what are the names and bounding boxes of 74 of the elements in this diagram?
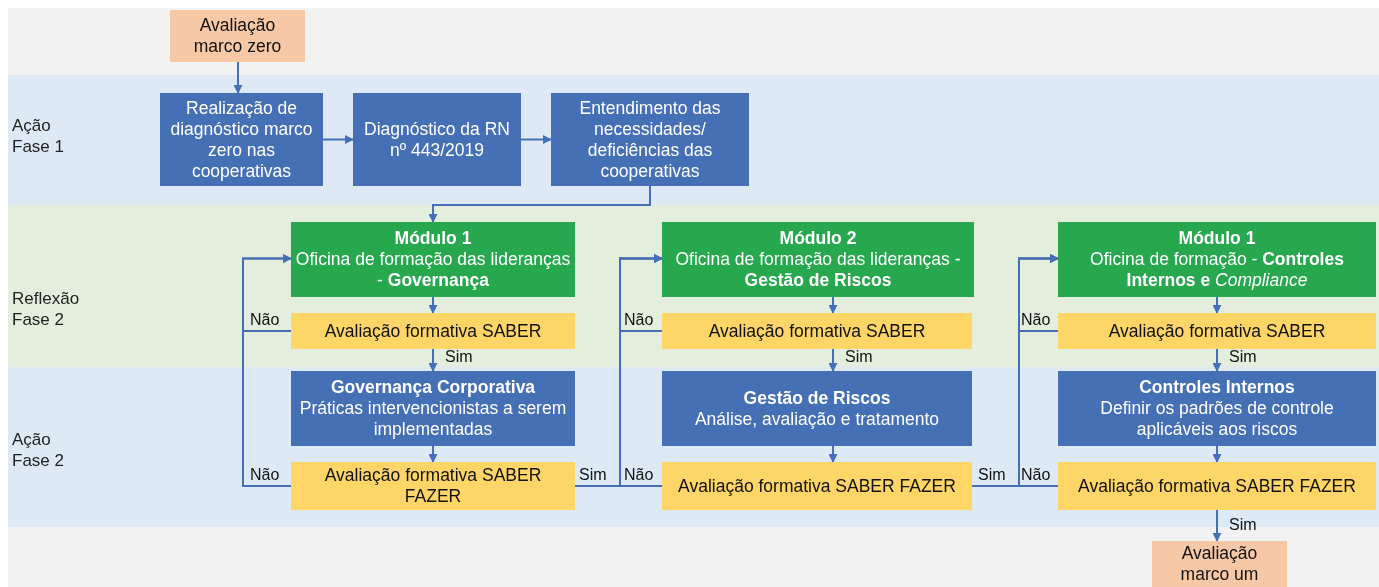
phase-label: Reflexão Fase 2 xyxy=(12,288,81,330)
arrow xyxy=(828,445,838,463)
evaluation-box xyxy=(662,313,972,349)
box-text: Avaliação marco zero xyxy=(192,15,283,57)
box-text: Avaliação formativa SABER xyxy=(324,320,542,342)
edge-label: Sim xyxy=(579,466,607,484)
process-box xyxy=(1058,371,1376,446)
process-box xyxy=(353,93,521,186)
box-text: Avaliação marco um xyxy=(1179,543,1260,585)
edge-label: Não xyxy=(250,311,280,329)
box-text: Definir os padrões de controle aplicáveis aos riscos xyxy=(1099,398,1335,440)
arrow xyxy=(1212,348,1222,372)
arrow xyxy=(428,296,438,314)
box-text: Avaliação formativa SABER FAZER xyxy=(1078,475,1356,497)
box-heading: Módulo 1 xyxy=(1178,228,1256,249)
arrow xyxy=(1212,445,1222,463)
arrow xyxy=(520,135,552,144)
box-text: Oficina de formação das lideranças - Gestão de Riscos xyxy=(674,249,962,291)
box-text: Avaliação formativa SABER FAZER xyxy=(323,465,543,507)
box-heading: Controles Internos xyxy=(1139,377,1295,398)
arrow xyxy=(619,254,663,487)
box-text: Oficina de formação - Controles Internos e Compliance xyxy=(1089,249,1345,291)
milestone-box xyxy=(1152,541,1287,587)
arrow xyxy=(428,348,438,372)
process-box xyxy=(291,371,575,446)
phase-label: Ação Fase 1 xyxy=(12,115,65,157)
box-heading: Módulo 2 xyxy=(779,228,857,249)
milestone-box xyxy=(170,10,305,62)
edge-label: Sim xyxy=(978,466,1006,484)
process-box xyxy=(551,93,749,186)
box-text: Análise, avaliação e tratamento xyxy=(694,408,940,430)
edge-label: Não xyxy=(624,311,654,329)
process-box xyxy=(662,371,972,446)
edge-label: Não xyxy=(250,466,280,484)
box-text: Práticas intervencionistas a serem implementadas xyxy=(298,398,568,440)
phase-label: Ação Fase 2 xyxy=(12,429,65,471)
process-box xyxy=(662,222,974,297)
edge-label: Sim xyxy=(1229,348,1257,366)
edge-label: Não xyxy=(624,466,654,484)
evaluation-box xyxy=(662,462,972,510)
arrow xyxy=(1212,509,1222,542)
arrow xyxy=(828,296,838,314)
evaluation-box xyxy=(1058,462,1376,510)
box-heading: Módulo 1 xyxy=(394,228,472,249)
box-text: Avaliação formativa SABER FAZER xyxy=(678,475,956,497)
edge-label: Sim xyxy=(845,348,873,366)
edge-label: Não xyxy=(1021,466,1051,484)
box-text: Realização de diagnóstico marco zero nas cooperativas xyxy=(169,97,314,182)
arrow xyxy=(233,61,243,94)
edge-label: Não xyxy=(1021,311,1051,329)
arrow xyxy=(428,445,438,463)
box-text: Diagnóstico da RN nº 443/2019 xyxy=(363,118,511,161)
arrow xyxy=(322,135,354,144)
evaluation-box xyxy=(1058,313,1376,349)
process-box xyxy=(1058,222,1376,297)
evaluation-box xyxy=(291,313,575,349)
edge-label: Sim xyxy=(1229,516,1257,534)
arrow xyxy=(1212,296,1222,314)
process-box xyxy=(160,93,323,186)
arrow xyxy=(428,185,651,223)
box-heading: Governança Corporativa xyxy=(330,377,536,398)
arrow xyxy=(242,254,292,487)
box-heading: Gestão de Riscos xyxy=(743,387,891,409)
process-box xyxy=(291,222,575,297)
arrow xyxy=(1018,254,1059,487)
box-text: Avaliação formativa SABER xyxy=(1108,320,1326,342)
edge-label: Sim xyxy=(445,348,473,366)
box-text: Avaliação formativa SABER xyxy=(708,320,926,342)
box-text: Entendimento das necessidades/ deficiências das cooperativas xyxy=(578,97,722,182)
arrow xyxy=(828,348,838,372)
evaluation-box xyxy=(291,462,575,510)
phase-band xyxy=(8,75,1379,205)
phase-band xyxy=(8,205,1379,367)
box-text: Oficina de formação das lideranças - Governança xyxy=(295,249,571,291)
